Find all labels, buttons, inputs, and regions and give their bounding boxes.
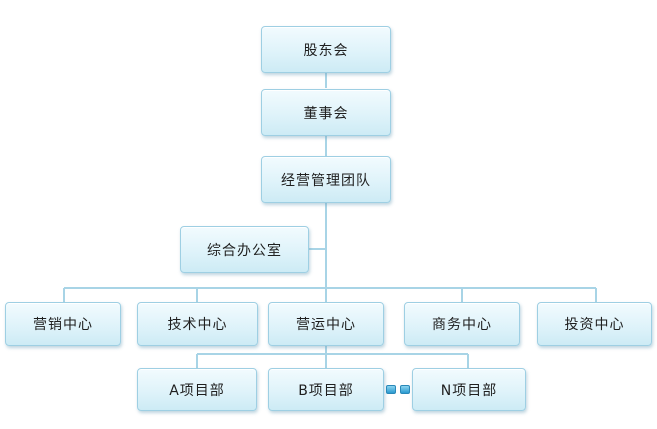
project-n-node: N项目部	[412, 368, 526, 411]
center-operations-node: 营运中心	[268, 302, 384, 346]
ellipsis-dot	[386, 385, 396, 394]
center-technology-node: 技术中心	[137, 302, 258, 346]
project-a-node: A项目部	[137, 368, 257, 411]
ellipsis-dots	[386, 385, 412, 395]
center-investment-node: 投资中心	[537, 302, 652, 346]
center-marketing-node: 营销中心	[5, 302, 121, 346]
general-office-node: 综合办公室	[180, 226, 309, 273]
ellipsis-dot	[400, 385, 410, 394]
management-team-node: 经营管理团队	[261, 156, 391, 203]
project-b-node: B项目部	[268, 368, 384, 411]
center-business-node: 商务中心	[404, 302, 520, 346]
shareholders-node: 股东会	[261, 26, 391, 73]
board-node: 董事会	[261, 89, 391, 136]
